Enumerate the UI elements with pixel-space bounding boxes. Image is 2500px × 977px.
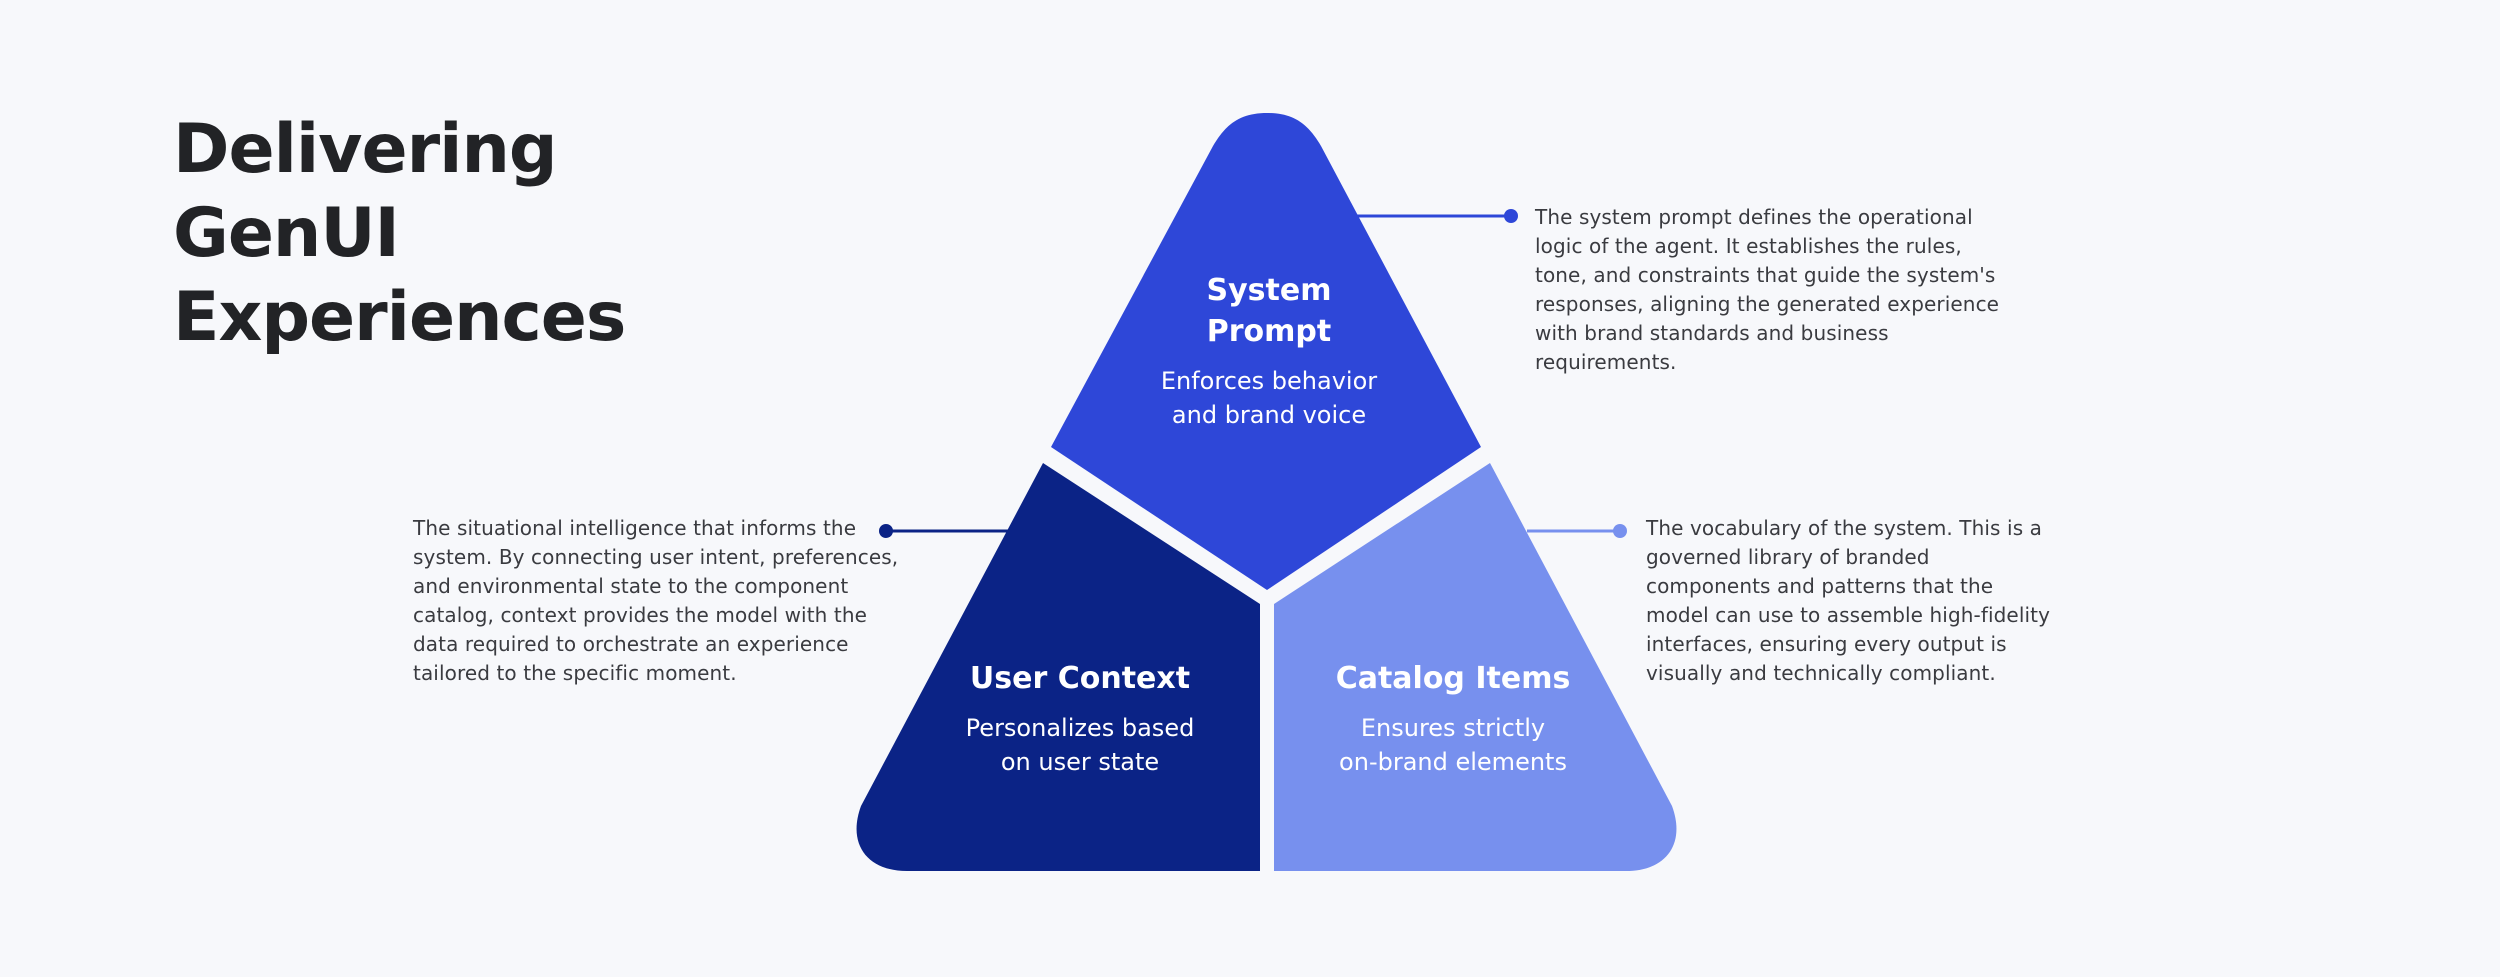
segment-title-line: Prompt bbox=[1206, 314, 1332, 349]
description-line: with brand standards and business bbox=[1535, 321, 1889, 345]
segment-subtitle-line: and brand voice bbox=[1171, 401, 1367, 429]
description-line: data required to orchestrate an experien… bbox=[413, 632, 849, 656]
segment-subtitle: Personalizes based on user state bbox=[966, 711, 1195, 779]
description-line: governed library of branded bbox=[1646, 545, 1930, 569]
segment-subtitle-line: Ensures strictly bbox=[1360, 714, 1546, 742]
segment-title-line: User Context bbox=[969, 661, 1191, 696]
connector-dot-user-context bbox=[879, 524, 893, 538]
description-line: components and patterns that the bbox=[1646, 574, 1994, 598]
description-line: interfaces, ensuring every output is bbox=[1646, 632, 2007, 656]
title-line: Experiences bbox=[173, 278, 626, 357]
segment-subtitle-line: Enforces behavior bbox=[1160, 367, 1378, 395]
connector-dot-catalog-items bbox=[1613, 524, 1627, 538]
connector-dot-system-prompt bbox=[1504, 209, 1518, 223]
description-line: system. By connecting user intent, prefe… bbox=[413, 545, 899, 569]
description-line: requirements. bbox=[1535, 350, 1677, 374]
description-system-prompt: The system prompt defines the operationa… bbox=[1535, 203, 1999, 377]
segment-catalog-items bbox=[1274, 463, 1677, 871]
segment-title-line: System bbox=[1206, 273, 1332, 308]
segment-subtitle-line: on user state bbox=[1000, 748, 1160, 776]
segment-title: Catalog Items bbox=[1336, 658, 1571, 699]
description-line: and environmental state to the component bbox=[413, 574, 849, 598]
title-line: Delivering bbox=[173, 110, 558, 189]
segment-subtitle: Enforces behavior and brand voice bbox=[1161, 364, 1377, 432]
segment-user-context bbox=[856, 463, 1260, 871]
segment-label-user-context: User Context Personalizes based on user … bbox=[966, 658, 1195, 779]
segment-subtitle-line: Personalizes based bbox=[965, 714, 1195, 742]
segment-title-line: Catalog Items bbox=[1335, 661, 1571, 696]
title-line: GenUI bbox=[173, 194, 400, 273]
segment-subtitle-line: on-brand elements bbox=[1339, 748, 1567, 776]
description-line: tailored to the specific moment. bbox=[413, 661, 737, 685]
description-line: visually and technically compliant. bbox=[1646, 661, 1996, 685]
description-line: The system prompt defines the operationa… bbox=[1535, 205, 1973, 229]
description-catalog-items: The vocabulary of the system. This is a … bbox=[1646, 514, 2050, 688]
description-line: tone, and constraints that guide the sys… bbox=[1535, 263, 1996, 287]
segment-title: User Context bbox=[966, 658, 1195, 699]
description-line: catalog, context provides the model with… bbox=[413, 603, 867, 627]
segment-title: System Prompt bbox=[1161, 270, 1377, 352]
description-line: The situational intelligence that inform… bbox=[413, 516, 857, 540]
description-line: model can use to assemble high-fidelity bbox=[1646, 603, 2051, 627]
page-title: Delivering GenUI Experiences bbox=[173, 108, 626, 360]
segment-label-catalog-items: Catalog Items Ensures strictly on-brand … bbox=[1336, 658, 1571, 779]
description-user-context: The situational intelligence that inform… bbox=[413, 514, 898, 688]
segment-system-prompt bbox=[1051, 113, 1481, 590]
description-line: The vocabulary of the system. This is a bbox=[1646, 516, 2043, 540]
description-line: logic of the agent. It establishes the r… bbox=[1535, 234, 1962, 258]
segment-subtitle: Ensures strictly on-brand elements bbox=[1336, 711, 1571, 779]
description-line: responses, aligning the generated experi… bbox=[1535, 292, 2000, 316]
segment-label-system-prompt: System Prompt Enforces behavior and bran… bbox=[1161, 270, 1377, 432]
